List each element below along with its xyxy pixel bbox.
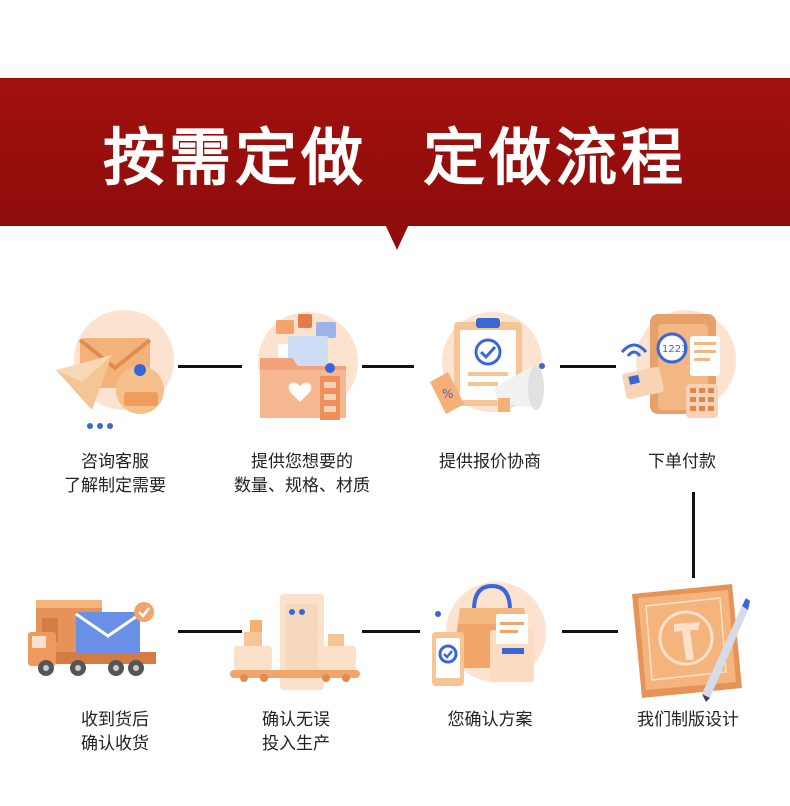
step-3-icon: % <box>424 300 554 430</box>
step-6-label: 您确认方案 <box>447 710 533 730</box>
connector-7-8 <box>178 630 242 633</box>
folder-heart-icon <box>258 312 358 420</box>
clipboard-megaphone-icon: % <box>430 312 545 414</box>
blueprint-ruler-icon <box>632 584 750 702</box>
conveyor-machine-icon <box>230 594 360 690</box>
step-3-label: 提供报价协商 <box>439 452 541 472</box>
page-title: 按需定做 定做流程 <box>0 78 790 226</box>
header-banner <box>0 78 790 226</box>
svg-text:%: % <box>442 387 453 401</box>
step-1-icon <box>52 300 182 430</box>
svg-text:1221: 1221 <box>662 344 687 355</box>
title-left: 按需定做 <box>102 121 367 194</box>
step-7-icon <box>230 580 360 710</box>
title-right: 定做流程 <box>423 121 688 194</box>
step-4-label: 下单付款 <box>648 452 716 472</box>
payment-terminal-icon: 1221 <box>620 310 736 418</box>
connector-6-7 <box>362 630 420 633</box>
connector-1-2 <box>178 365 242 368</box>
step-7-label: 确认无误 投入生产 <box>262 710 330 754</box>
step-5-icon <box>624 576 754 706</box>
step-8-icon <box>26 574 156 704</box>
mail-bell-icon <box>56 310 174 429</box>
step-5-label: 我们制版设计 <box>637 710 739 730</box>
connector-2-3 <box>362 365 414 368</box>
banner-notch <box>385 224 409 250</box>
connector-5-6 <box>562 630 618 633</box>
connector-4-5 <box>692 492 695 578</box>
delivery-truck-icon <box>28 600 156 676</box>
step-6-icon <box>426 568 556 698</box>
step-8-label: 收到货后 确认收货 <box>81 710 149 754</box>
step-4-icon: 1221 <box>616 300 746 430</box>
step-2-icon <box>240 300 370 430</box>
shopping-bag-check-icon <box>432 582 546 686</box>
connector-3-4 <box>560 365 616 368</box>
step-2-label: 提供您想要的 数量、规格、材质 <box>234 452 370 496</box>
step-1-label: 咨询客服 了解制定需要 <box>64 452 166 496</box>
